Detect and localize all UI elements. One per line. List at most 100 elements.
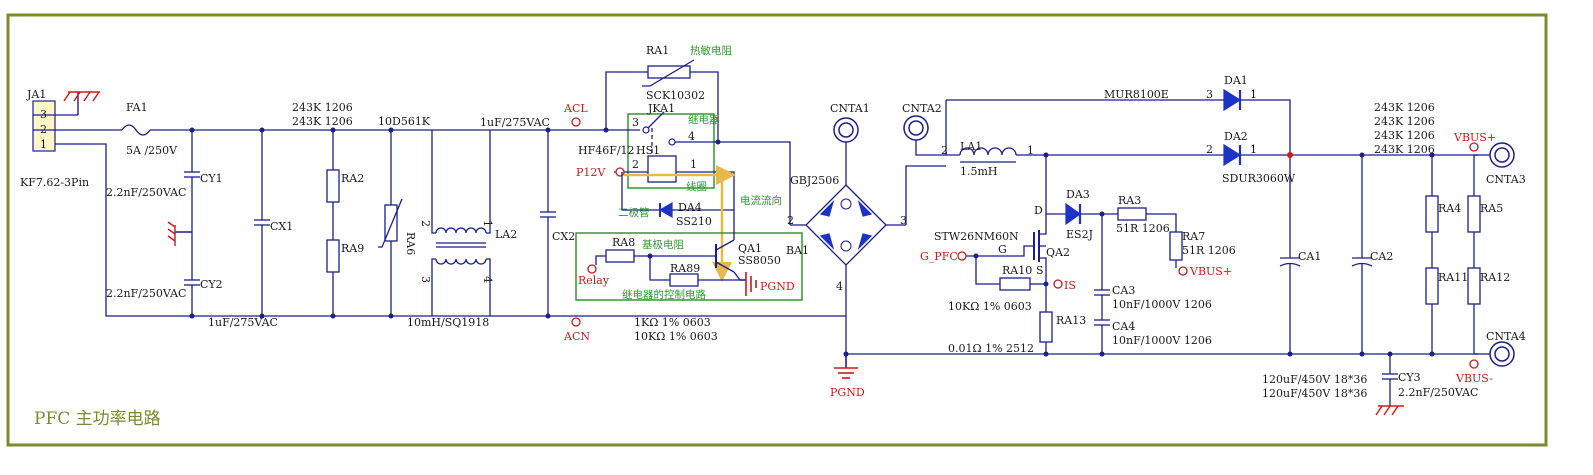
ra2-label: RA2 — [341, 172, 364, 185]
diagram-title: PFC 主功率电路 — [34, 409, 161, 429]
da3-part: ES2J — [1066, 228, 1093, 241]
cy3-label: CY3 — [1398, 371, 1421, 384]
ja1-pin3: 3 — [40, 108, 47, 121]
terminal-cnta2 — [903, 115, 929, 141]
gpfc-label: G_PFC — [920, 250, 958, 263]
capacitor-cy3 — [1382, 373, 1398, 380]
da1-pin3: 3 — [1206, 88, 1213, 101]
cy1-value: 2.2nF/250VAC — [106, 186, 186, 199]
da3-label: DA3 — [1066, 188, 1090, 201]
vbus-label-ra7: VBUS+ — [1189, 265, 1232, 278]
p12v-label: P12V — [576, 166, 606, 179]
capacitor-cx1 — [254, 219, 270, 226]
cy2-label: CY2 — [200, 278, 223, 291]
net-p12v-marker — [615, 167, 625, 177]
inductor-la1 — [959, 147, 1017, 156]
ra12-value: 243K 1206 — [1374, 143, 1435, 156]
da4-label: DA4 — [678, 201, 702, 214]
earth-symbol-cy — [167, 221, 192, 246]
relay-coil — [647, 155, 677, 183]
is-label: IS — [1064, 279, 1076, 292]
ra2-value: 243K 1206 — [292, 101, 353, 114]
resistor-ra13 — [1039, 311, 1053, 343]
ra8-value: 1KΩ 1% 0603 — [634, 316, 711, 329]
ca4-value: 10nF/1000V 1206 — [1112, 334, 1212, 347]
fa1-label: FA1 — [126, 101, 148, 114]
terminal-cnta1 — [833, 117, 859, 143]
ja1-pin1: 1 — [40, 138, 47, 151]
pgnd-label-bridge: PGND — [830, 386, 865, 399]
diode-da2 — [1223, 143, 1242, 167]
relay-contact — [647, 111, 665, 129]
ra3-value: 51R 1206 — [1116, 222, 1170, 235]
resistor-ra89 — [669, 273, 699, 287]
ba1-part: GBJ2506 — [790, 174, 839, 187]
flow-note: 电流流向 — [740, 194, 782, 207]
ca3-label: CA3 — [1112, 284, 1135, 297]
resistor-ra4 — [1425, 195, 1439, 233]
ca1-label: CA1 — [1298, 250, 1321, 263]
resistor-ra9 — [326, 239, 340, 273]
resistor-ra5 — [1467, 195, 1481, 233]
fa1-value: 5A /250V — [126, 144, 178, 157]
capacitor-cy2 — [184, 279, 200, 286]
diode-da4 — [654, 201, 673, 219]
la2-pin4: 4 — [481, 276, 494, 283]
qa2-pin-d: D — [1034, 204, 1043, 217]
ctrl-note: 继电器的控制电路 — [622, 288, 706, 301]
ca1-value: 120uF/450V 18*36 — [1262, 373, 1367, 386]
ra9-value: 243K 1206 — [292, 115, 353, 128]
fuse-fa1 — [121, 124, 151, 136]
da1-pin1: 1 — [1250, 88, 1257, 101]
ra8-note: 基极电阻 — [642, 238, 684, 251]
cy2-value: 2.2nF/250VAC — [106, 287, 186, 300]
qa2-pin-g: G — [998, 243, 1007, 256]
relay-group-box — [627, 113, 715, 189]
cnta3-label: CNTA3 — [1486, 173, 1526, 186]
ra10-value: 10KΩ 1% 0603 — [948, 300, 1032, 313]
net-vbusp-marker — [1469, 142, 1479, 152]
capacitor-cx2 — [540, 211, 556, 218]
da2-pin1: 1 — [1250, 143, 1257, 156]
net-vbus-marker-ra7 — [1178, 266, 1188, 276]
da1-part: MUR8100E — [1104, 88, 1169, 101]
da2-part: SDUR3060W — [1222, 172, 1296, 185]
ra89-value: 10KΩ 1% 0603 — [634, 330, 718, 343]
la1-value: 1.5mH — [960, 165, 998, 178]
ca3-value: 10nF/1000V 1206 — [1112, 298, 1212, 311]
la2-pin2: 2 — [419, 220, 432, 227]
jka1-note: 继电器 — [688, 113, 720, 126]
resistor-ra11 — [1425, 267, 1439, 305]
resistor-ra2 — [326, 169, 340, 203]
ra13-label: RA13 — [1056, 314, 1086, 327]
capacitor-ca4 — [1094, 319, 1110, 326]
pgnd-label-relay: PGND — [760, 280, 795, 293]
ra13-value: 0.01Ω 1% 2512 — [948, 342, 1034, 355]
acl-label: ACL — [563, 102, 588, 115]
ra11-value: 243K 1206 — [1374, 129, 1435, 142]
ra6-label: RA6 — [404, 232, 417, 255]
relay-pin2: 2 — [632, 158, 639, 171]
cx1-label: CX1 — [270, 220, 293, 233]
relay-part: HF46F/12 — [578, 144, 635, 157]
terminal-cnta3 — [1489, 142, 1515, 168]
ra4-value: 243K 1206 — [1374, 101, 1435, 114]
transistor-qa1 — [715, 230, 741, 281]
ra5-value: 243K 1206 — [1374, 115, 1435, 128]
net-is-marker — [1053, 279, 1063, 289]
ra8-label: RA8 — [612, 236, 635, 249]
ra1-label: RA1 — [646, 44, 669, 57]
choke-la2 — [435, 227, 487, 265]
qa1-label: QA1 — [738, 242, 762, 255]
acn-label: ACN — [563, 330, 590, 343]
cnta4-label: CNTA4 — [1486, 330, 1526, 343]
cy1-label: CY1 — [200, 172, 223, 185]
relay-pin3: 3 — [632, 116, 639, 129]
current-flow-arrow — [624, 165, 736, 282]
varistor-ra6 — [378, 198, 403, 248]
cx1-value: 1uF/275VAC — [208, 316, 278, 329]
net-acn-marker — [571, 317, 581, 327]
ra4-label: RA4 — [1438, 202, 1461, 215]
junction-dots — [189, 127, 1435, 357]
